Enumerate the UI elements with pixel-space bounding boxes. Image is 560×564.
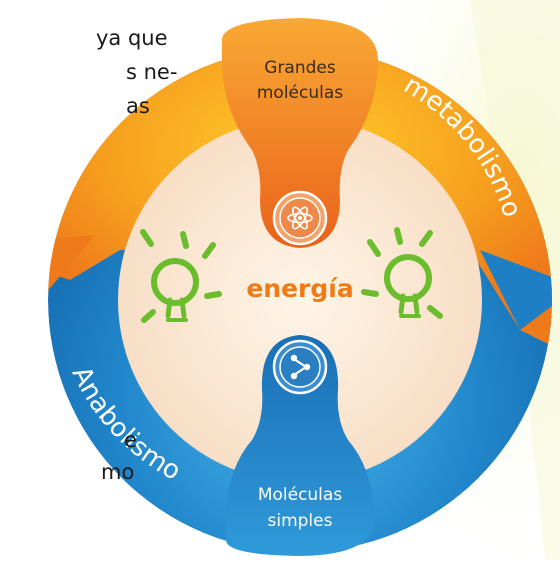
body-text-line5: mo [101, 460, 135, 484]
lightbulb-icon [361, 227, 443, 319]
bottom-bulb-shape [226, 335, 374, 556]
lightbulb-icon [140, 229, 222, 323]
top-bulb-label-line2: moléculas [257, 83, 343, 103]
bottom-bulb-label-line2: simples [268, 511, 333, 531]
atom-icon [272, 190, 328, 246]
ring-arrow-left [48, 235, 95, 300]
top-bulb-label-line1: Grandes [264, 58, 336, 78]
bottom-bulb-label-line1: Moléculas [258, 485, 343, 505]
body-text-line3: as [126, 94, 150, 118]
center-circle [118, 118, 482, 482]
body-text-line4: e [124, 428, 137, 452]
top-bulb-shape [222, 18, 378, 248]
body-text-line2: s ne- [126, 60, 178, 84]
share-nodes-icon [272, 339, 328, 395]
body-text-line1: ya que [96, 26, 168, 50]
center-energy-label: energía [246, 274, 353, 303]
ring-arrow-right [480, 250, 552, 330]
